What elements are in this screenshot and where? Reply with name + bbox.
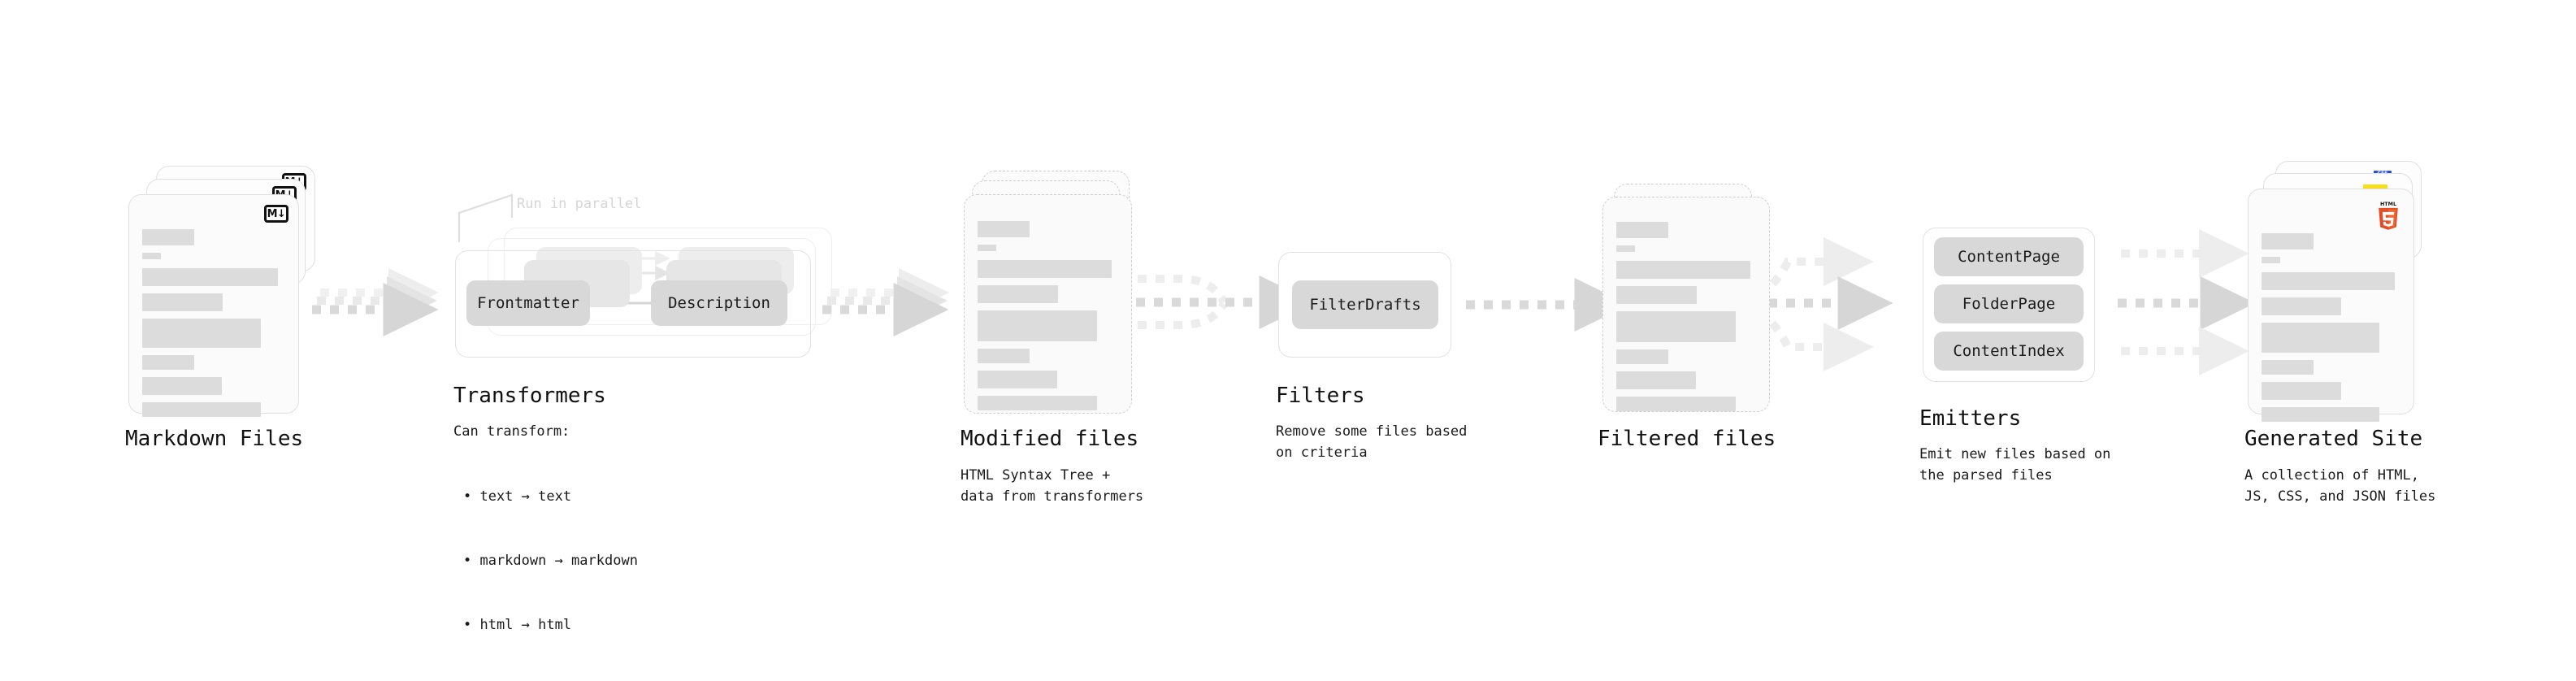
content-bar [2262, 360, 2314, 375]
content-bar [1616, 349, 1668, 364]
content-bar [978, 221, 1030, 237]
content-bar [1616, 371, 1696, 389]
modified-card-content [978, 221, 1118, 418]
content-bar [978, 260, 1112, 278]
markdown-card-content [142, 229, 285, 424]
content-bar [142, 402, 261, 417]
content-bar [2262, 233, 2314, 249]
content-bar [978, 245, 996, 251]
arrow-modified-to-filters [1136, 275, 1315, 329]
modified-card-front [964, 194, 1132, 414]
filtered-card-front [1602, 197, 1770, 412]
content-bar [1616, 261, 1750, 279]
transformer-chip-frontmatter[interactable]: Frontmatter [466, 280, 590, 326]
markdown-badge: M↓ [264, 205, 288, 223]
content-bar [142, 377, 222, 395]
content-bar [1616, 311, 1736, 342]
content-bar [142, 319, 261, 348]
content-bar [978, 285, 1058, 303]
filters-caption: Remove some files based on criteria [1276, 423, 1468, 462]
emitter-chip-contentindex[interactable]: ContentIndex [1934, 332, 2084, 371]
content-bar [1616, 397, 1736, 411]
content-bar [142, 253, 161, 259]
content-bar [142, 268, 278, 286]
transformers-caption: Can transform: [453, 423, 570, 440]
stage-title-markdown-files: Markdown Files [125, 427, 304, 451]
content-bar [142, 293, 223, 311]
content-bar [978, 396, 1097, 410]
run-in-parallel-note: Run in parallel [517, 196, 642, 212]
content-bar [2262, 407, 2379, 422]
content-bar [2262, 297, 2341, 315]
stage-title-filtered-files: Filtered files [1598, 427, 1776, 451]
arrow-markdown-to-transformers [312, 268, 439, 336]
content-bar [2262, 382, 2341, 400]
transformers-bullet-item: • markdown → markdown [463, 552, 638, 569]
emitters-caption: Emit new files based on the parsed files [1919, 446, 2111, 484]
transformers-group-box [455, 250, 811, 358]
transformers-bullet-list: • text → text • markdown → markdown • ht… [463, 443, 638, 679]
stage-title-modified-files: Modified files [961, 427, 1139, 451]
modified-files-caption: HTML Syntax Tree + data from transformer… [961, 467, 1144, 505]
transformers-bullet-item: • text → text [463, 488, 572, 505]
transformers-bullet-item: • html → html [463, 616, 572, 633]
markdown-card-front: M↓ [128, 194, 299, 417]
content-bar [1616, 245, 1635, 252]
content-bar [142, 355, 194, 370]
filtered-card-content [1616, 222, 1756, 419]
content-bar [978, 310, 1097, 341]
stage-title-generated-site: Generated Site [2244, 427, 2423, 451]
site-card-content [2262, 233, 2400, 429]
stage-title-emitters: Emitters [1919, 406, 2022, 431]
content-bar [142, 229, 194, 245]
content-bar [978, 371, 1057, 388]
content-bar [1616, 222, 1668, 238]
stage-title-transformers: Transformers [453, 384, 606, 408]
filter-chip-filterdrafts[interactable]: FilterDrafts [1292, 280, 1438, 329]
arrow-emitters-to-site [2118, 229, 2256, 375]
content-bar [1616, 286, 1697, 304]
transformer-chip-description[interactable]: Description [651, 280, 787, 326]
arrow-transformers-to-modified [822, 268, 949, 336]
emitter-chip-contentpage[interactable]: ContentPage [1934, 237, 2084, 276]
content-bar [2262, 257, 2280, 263]
content-bar [2262, 323, 2379, 353]
content-bar [2262, 272, 2395, 290]
html5-icon: HTML [2379, 202, 2398, 230]
generated-site-caption: A collection of HTML, JS, CSS, and JSON … [2244, 467, 2436, 505]
content-bar [978, 349, 1030, 363]
stage-title-filters: Filters [1276, 384, 1365, 408]
emitter-chip-folderpage[interactable]: FolderPage [1934, 284, 2084, 323]
svg-text:HTML: HTML [2380, 202, 2396, 207]
site-card-front-html: HTML [2248, 189, 2414, 422]
